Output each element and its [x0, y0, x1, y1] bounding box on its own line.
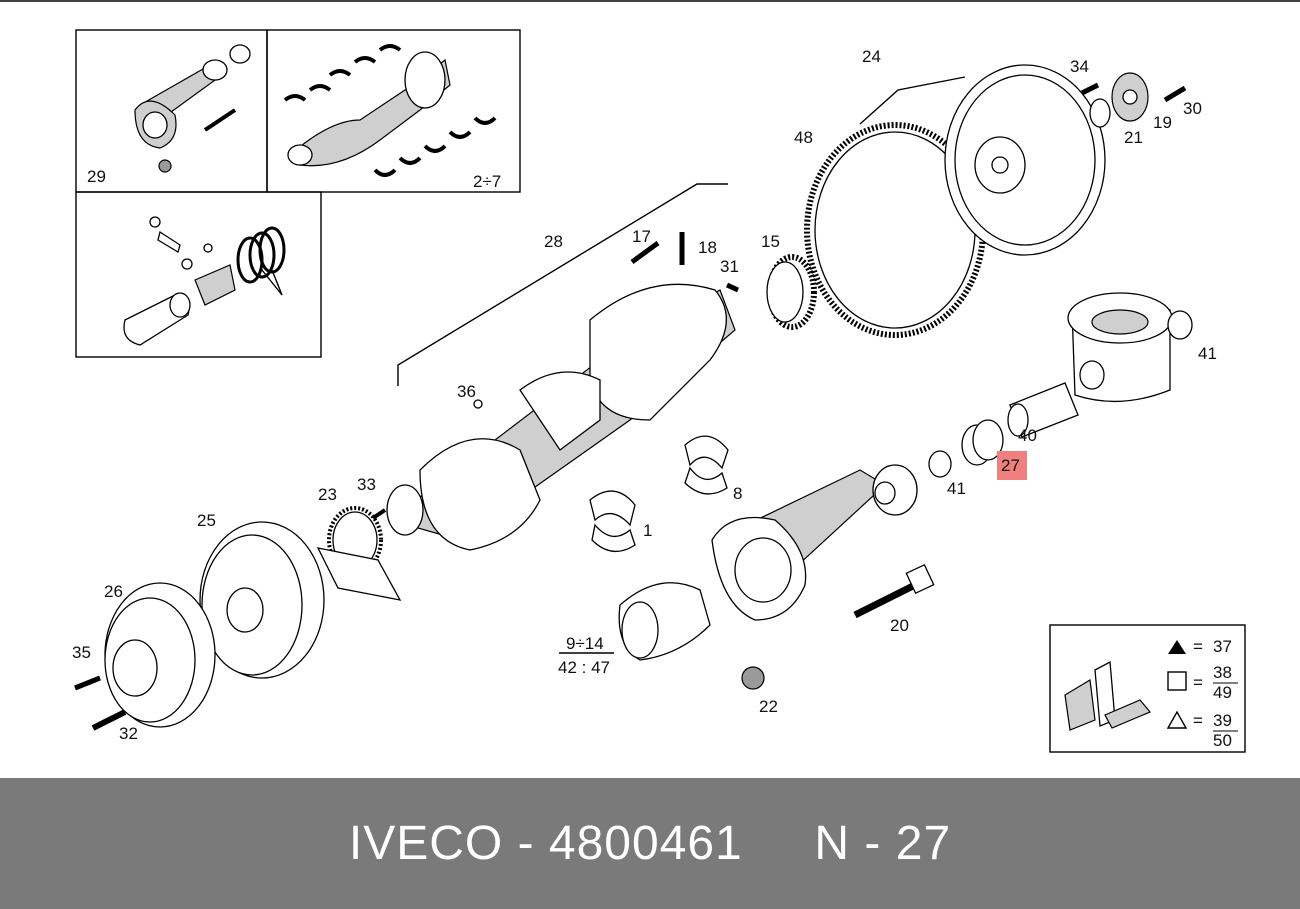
callout-34: 34	[1070, 57, 1089, 76]
callout-35: 35	[72, 643, 91, 662]
snap-ring	[928, 450, 952, 478]
stud-32	[91, 709, 127, 731]
callout-25: 25	[197, 511, 216, 530]
inset-connecting-rod	[75, 29, 268, 193]
bolt-35	[74, 675, 101, 691]
legend-equals-2: =	[1193, 673, 1203, 692]
callout-19: 19	[1153, 113, 1172, 132]
legend-square-bottom: 49	[1213, 683, 1232, 702]
footer-banner: IVECO - 4800461 N - 27	[0, 778, 1300, 909]
pin-31	[725, 282, 740, 293]
timing-gear	[766, 254, 817, 330]
piston-pin	[1007, 382, 1079, 438]
exploded-parts-diagram: 29 2÷7 24 34 30 19 21 48 28 17 18 15 31 …	[0, 0, 1300, 753]
legend-equals-1: =	[1193, 637, 1203, 656]
callout-32: 32	[119, 724, 138, 743]
piston	[1067, 292, 1193, 403]
callout-15: 15	[761, 232, 780, 251]
damper	[104, 582, 216, 728]
callout-28: 28	[544, 232, 563, 251]
flywheel-small-parts	[1080, 72, 1187, 128]
callout-26: 26	[104, 582, 123, 601]
callout-41-ring: 41	[947, 479, 966, 498]
callout-8: 8	[733, 484, 742, 503]
legend-box	[1049, 624, 1246, 753]
gear-23	[316, 506, 402, 601]
leader-24	[859, 76, 966, 125]
callout-21: 21	[1124, 128, 1143, 147]
legend-filled-triangle-value: 37	[1213, 637, 1232, 656]
legend-triangle-bottom: 50	[1213, 731, 1232, 750]
small-end-bush	[961, 419, 1004, 466]
inset-piston-pin-assembly	[75, 191, 322, 358]
leader-28	[397, 183, 728, 386]
callout-31: 31	[720, 257, 739, 276]
callout-17: 17	[632, 227, 651, 246]
callout-40: 40	[1018, 426, 1037, 445]
footer-part-text: IVECO - 4800461 N - 27	[348, 817, 952, 870]
connecting-rod	[711, 464, 935, 690]
callout-22: 22	[759, 697, 778, 716]
callout-23: 23	[318, 485, 337, 504]
callout-33: 33	[357, 475, 376, 494]
callout-24: 24	[862, 47, 881, 66]
callout-18: 18	[698, 238, 717, 257]
callout-1: 1	[643, 521, 652, 540]
callout-20: 20	[890, 616, 909, 635]
highlight-27	[997, 451, 1027, 480]
callout-30: 30	[1183, 99, 1202, 118]
crankshaft	[386, 283, 736, 551]
legend-equals-3: =	[1193, 711, 1203, 730]
callout-2-7: 2÷7	[473, 172, 501, 191]
callout-48: 48	[794, 128, 813, 147]
filled-triangle-icon	[1168, 640, 1186, 654]
flywheel	[804, 64, 1106, 338]
callout-42-47: 42 : 47	[558, 658, 610, 677]
callout-41-piston: 41	[1198, 344, 1217, 363]
callout-36: 36	[457, 382, 476, 401]
legend-triangle-top: 39	[1213, 711, 1232, 730]
key-33	[371, 508, 387, 520]
callout-9-14: 9÷14	[566, 634, 604, 653]
callout-29: 29	[87, 167, 106, 186]
callout-27: 27	[1001, 456, 1020, 475]
pulley	[199, 521, 325, 679]
legend-square-top: 38	[1213, 663, 1232, 682]
bearing-shells	[559, 435, 729, 661]
square-icon	[1167, 671, 1187, 691]
triangle-icon	[1166, 710, 1188, 729]
inset-crankshaft-bearings	[266, 29, 521, 193]
bolt-17	[630, 240, 660, 265]
